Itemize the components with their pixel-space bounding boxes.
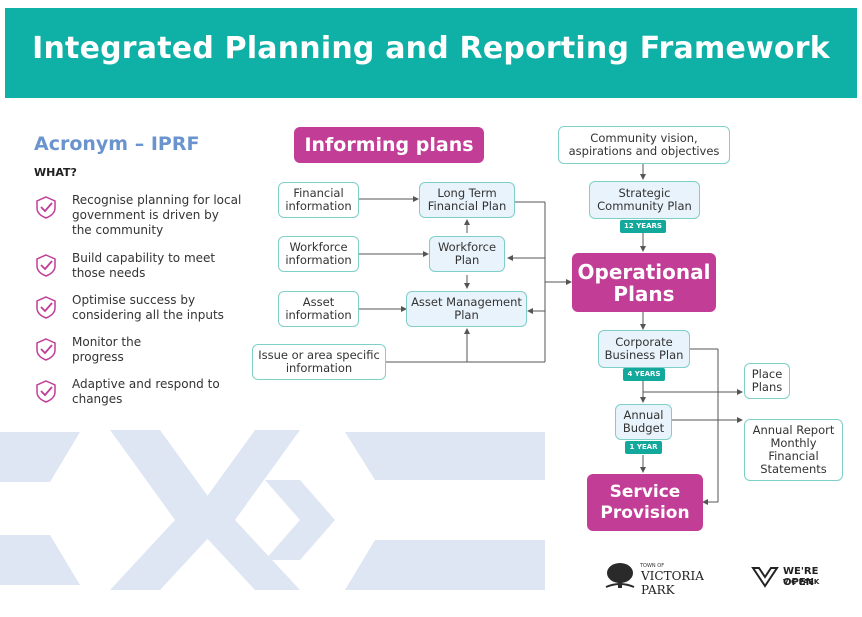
- informing-plans-heading: Informing plans: [294, 127, 484, 163]
- acronym-heading: Acronym – IPRF: [34, 133, 200, 155]
- duration-badge: 4 YEARS: [623, 368, 665, 381]
- what-item: Build capability to meet those needs: [34, 251, 234, 291]
- corporate-business-plan-box: Corporate Business Plan: [598, 330, 690, 368]
- long-term-financial-plan-box: Long Term Financial Plan: [419, 182, 515, 218]
- workforce-information-box: Workforce information: [278, 236, 359, 272]
- duration-badge: 1 YEAR: [625, 441, 662, 454]
- check-shield-icon: [36, 296, 56, 319]
- what-heading: WHAT?: [34, 166, 77, 179]
- asset-information-box: Asset information: [278, 291, 359, 327]
- service-provision-box: Service Provision: [587, 474, 703, 531]
- operational-plans-box: Operational Plans: [572, 253, 716, 312]
- heart-chevron-icon: [751, 567, 779, 588]
- what-item: Monitor the progress: [34, 335, 234, 375]
- what-item: Recognise planning for local government …: [34, 193, 241, 243]
- logo-name-text: VICTORIA PARK: [641, 569, 704, 597]
- tree-icon: [605, 563, 635, 588]
- logo-vicpark-text: VIC PARK: [783, 578, 820, 586]
- check-shield-icon: [36, 196, 56, 219]
- issue-information-box: Issue or area specific information: [252, 344, 386, 380]
- logo-open-text: WE'RE OPEN: [783, 566, 819, 588]
- what-item-text: Optimise success by considering all the …: [72, 293, 224, 322]
- strategic-community-plan-box: Strategic Community Plan: [589, 181, 700, 219]
- financial-information-box: Financial information: [278, 182, 359, 218]
- title-banner: Integrated Planning and Reporting Framew…: [5, 8, 857, 98]
- duration-badge: 12 YEARS: [620, 220, 666, 233]
- were-open-logo: WE'RE OPEN VIC PARK: [751, 563, 851, 593]
- logo-town-text: TOWN OF: [640, 563, 665, 569]
- workforce-plan-box: Workforce Plan: [429, 236, 505, 272]
- check-shield-icon: [36, 338, 56, 361]
- what-item-text: Monitor the progress: [72, 335, 142, 364]
- what-item-text: Recognise planning for local government …: [72, 193, 242, 237]
- annual-report-box: Annual Report Monthly Financial Statemen…: [744, 419, 843, 481]
- place-plans-box: Place Plans: [744, 363, 790, 399]
- community-vision-box: Community vision, aspirations and object…: [558, 126, 730, 164]
- asset-management-plan-box: Asset Management Plan: [406, 291, 527, 327]
- page-title: Integrated Planning and Reporting Framew…: [32, 31, 830, 66]
- what-item: Adaptive and respond to changes: [34, 377, 234, 417]
- what-item: Optimise success by considering all the …: [34, 293, 234, 333]
- annual-budget-box: Annual Budget: [615, 404, 672, 440]
- check-shield-icon: [36, 380, 56, 403]
- what-item-text: Build capability to meet those needs: [72, 251, 216, 280]
- check-shield-icon: [36, 254, 56, 277]
- what-item-text: Adaptive and respond to changes: [72, 377, 220, 406]
- victoria-park-logo: TOWN OF VICTORIA PARK: [604, 561, 734, 597]
